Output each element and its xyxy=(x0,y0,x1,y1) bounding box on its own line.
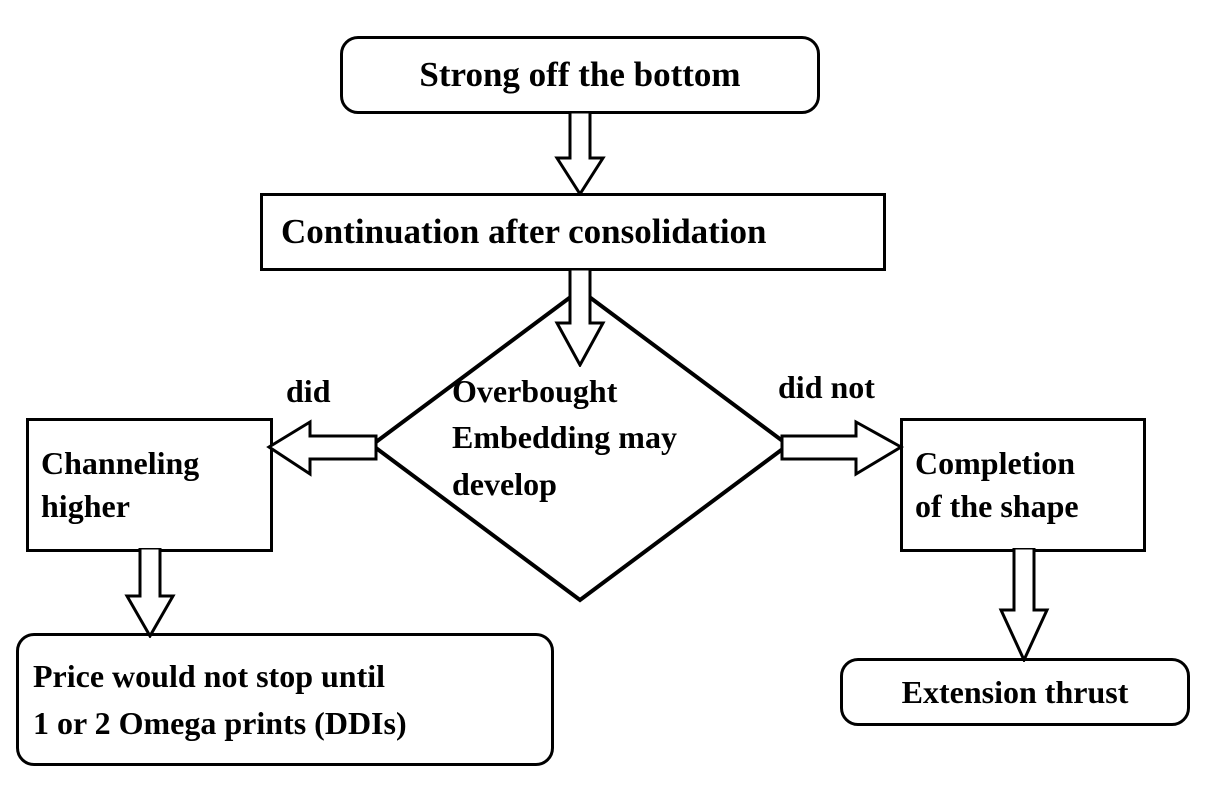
edge-label-did: did xyxy=(286,373,331,409)
node-strong-off-the-bottom[interactable]: Strong off the bottom xyxy=(340,36,820,114)
node-price-would-not-stop[interactable]: Price would not stop until 1 or 2 Omega … xyxy=(16,633,554,766)
arrow-completion-to-extension xyxy=(998,548,1050,662)
edge-label-did-not: did not xyxy=(778,369,875,405)
node-completion-line2: of the shape xyxy=(915,488,1079,524)
arrow-decision-to-channeling xyxy=(266,419,378,477)
node-start-label: Strong off the bottom xyxy=(419,55,741,94)
node-channeling-line2: higher xyxy=(41,488,130,524)
node-completion-of-the-shape[interactable]: Completion of the shape xyxy=(900,418,1146,552)
arrow-channeling-to-price xyxy=(124,548,176,638)
node-completion-line1: Completion xyxy=(915,444,1075,481)
node-decision-overbought-embedding[interactable] xyxy=(368,286,792,604)
arrow-continuation-to-decision xyxy=(554,269,606,367)
node-price-line2: 1 or 2 Omega prints (DDIs) xyxy=(33,704,407,741)
arrow-start-to-continuation xyxy=(554,112,606,196)
arrow-decision-to-completion xyxy=(780,419,904,477)
node-continuation-after-consolidation[interactable]: Continuation after consolidation xyxy=(260,193,886,271)
node-price-line1: Price would not stop until xyxy=(33,658,386,695)
node-extension-thrust[interactable]: Extension thrust xyxy=(840,658,1190,726)
node-channeling-line1: Channeling xyxy=(41,444,200,481)
node-extension-label: Extension thrust xyxy=(901,673,1129,710)
node-channeling-higher[interactable]: Channeling higher xyxy=(26,418,273,552)
node-continuation-label: Continuation after consolidation xyxy=(281,212,767,251)
